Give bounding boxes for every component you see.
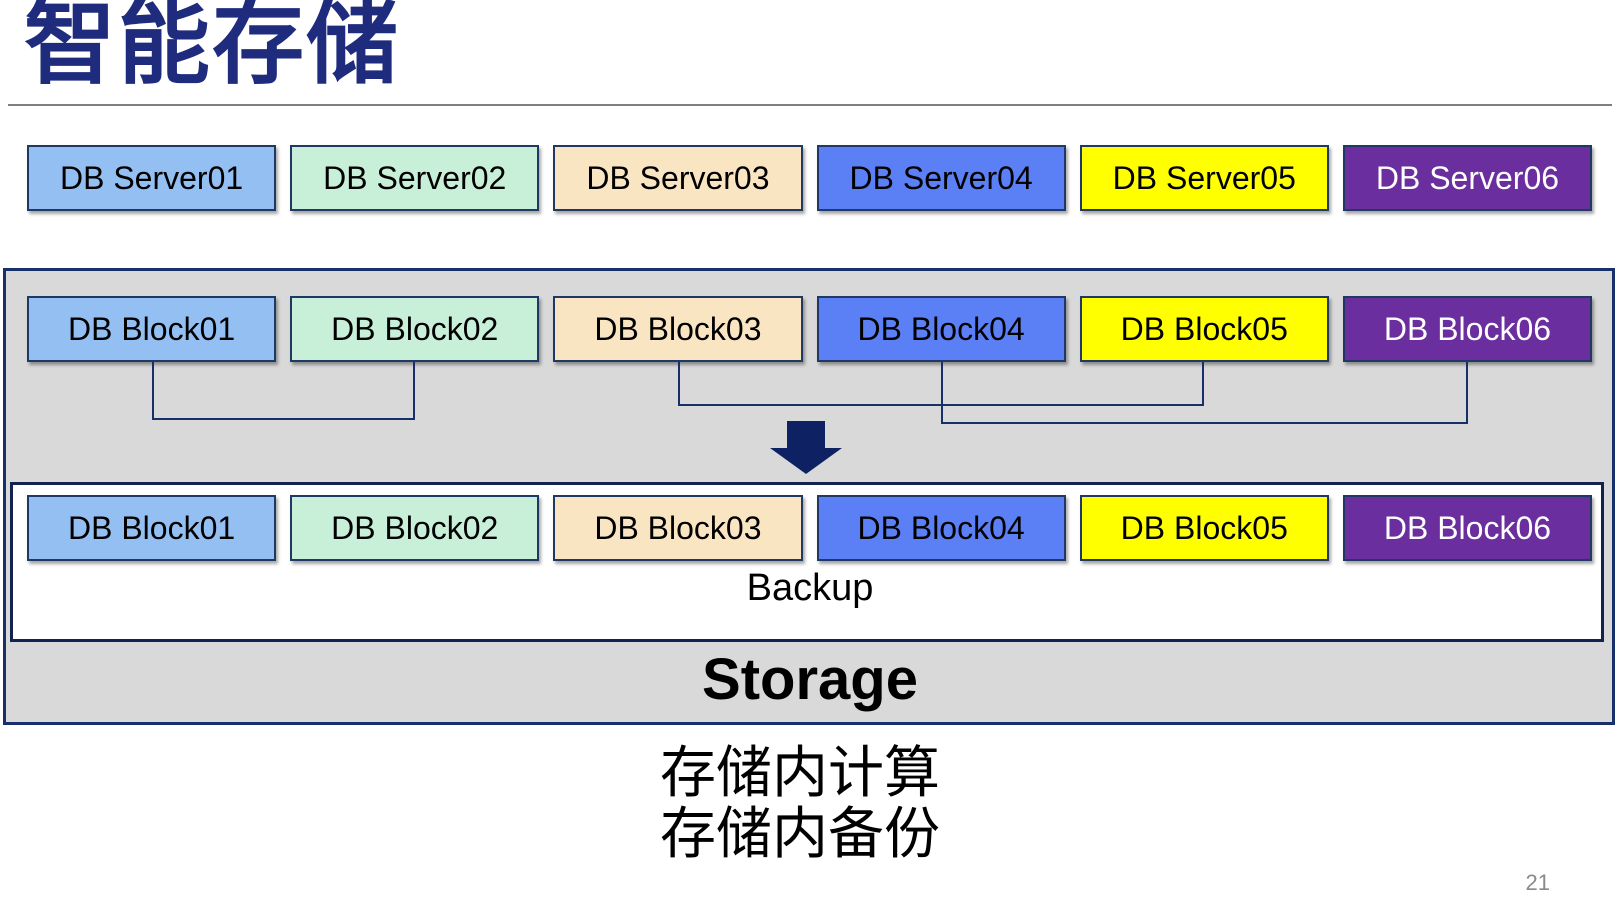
- down-arrow-icon: [787, 421, 825, 448]
- backup-block-box-label: DB Block04: [857, 509, 1025, 546]
- block-box-label: DB Block01: [67, 310, 236, 347]
- server-box-4: DB Server04: [816, 145, 1066, 211]
- caption-text: 存储内计算 存储内备份: [660, 742, 940, 864]
- backup-block-box-1: DB Block01: [27, 495, 277, 561]
- block-box-label: DB Block05: [1120, 310, 1288, 347]
- backup-block-box-4: DB Block04: [816, 495, 1066, 561]
- block-row-backup: DB Block01 DB Block02 DB Block03 DB Block04…: [27, 495, 1593, 561]
- server-box-label: DB Server05: [1112, 159, 1296, 196]
- server-box-6: DB Server06: [1342, 145, 1593, 211]
- server-box-label: DB Server04: [849, 159, 1033, 196]
- down-arrow-icon: [770, 448, 842, 474]
- caption-line-2: 存储内备份: [660, 802, 940, 866]
- block-box-3: DB Block03: [553, 296, 803, 362]
- server-box-label: DB Server01: [59, 159, 244, 196]
- block-box-label: DB Block06: [1383, 310, 1552, 347]
- server-row: DB Server01 DB Server02 DB Server03 DB Serv…: [27, 145, 1593, 211]
- block-box-5: DB Block05: [1079, 296, 1329, 362]
- backup-block-box-label: DB Block02: [331, 509, 499, 546]
- backup-block-box-3: DB Block03: [553, 495, 803, 561]
- server-box-5: DB Server05: [1079, 145, 1329, 211]
- caption-line-1: 存储内计算: [660, 741, 940, 804]
- block-box-label: DB Block03: [594, 310, 762, 347]
- page-number: 21: [1525, 870, 1550, 895]
- backup-block-box-label: DB Block01: [67, 509, 236, 546]
- backup-block-box-6: DB Block06: [1342, 495, 1593, 561]
- connector-block01-block02: [152, 362, 415, 420]
- title-divider: [8, 104, 1612, 106]
- block-box-label: DB Block02: [331, 310, 499, 347]
- server-box-label: DB Server03: [586, 159, 770, 196]
- backup-block-box-label: DB Block06: [1383, 509, 1552, 546]
- backup-block-box-label: DB Block05: [1120, 509, 1288, 546]
- server-box-label: DB Server02: [323, 159, 507, 196]
- storage-label: Storage: [702, 647, 918, 712]
- server-box-3: DB Server03: [553, 145, 803, 211]
- backup-block-box-2: DB Block02: [290, 495, 540, 561]
- block-row-top: DB Block01 DB Block02 DB Block03 DB Block04…: [27, 296, 1593, 362]
- connector-block04-block06: [941, 362, 1468, 424]
- backup-block-box-5: DB Block05: [1079, 495, 1329, 561]
- page-title: 智能存储: [24, 0, 401, 95]
- backup-label: Backup: [746, 567, 874, 609]
- block-box-6: DB Block06: [1342, 296, 1593, 362]
- block-box-2: DB Block02: [290, 296, 540, 362]
- block-box-label: DB Block04: [857, 310, 1025, 347]
- server-box-2: DB Server02: [290, 145, 540, 211]
- block-box-1: DB Block01: [27, 296, 277, 362]
- backup-block-box-label: DB Block03: [594, 509, 762, 546]
- server-box-1: DB Server01: [27, 145, 277, 211]
- server-box-label: DB Server06: [1375, 159, 1560, 196]
- block-box-4: DB Block04: [816, 296, 1066, 362]
